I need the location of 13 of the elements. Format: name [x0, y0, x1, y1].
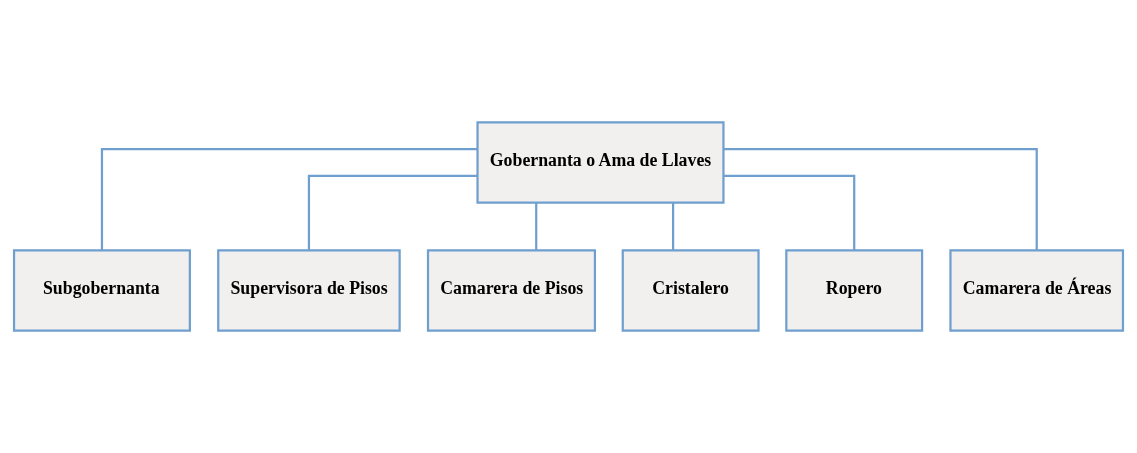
- node-box: Camarera de Pisos: [426, 249, 597, 332]
- node-box: Supervisora de Pisos: [217, 249, 401, 332]
- node-box: Gobernanta o Ama de Llaves: [476, 121, 725, 204]
- node-box: Cristalero: [621, 249, 760, 332]
- connector: [100, 148, 478, 251]
- connector: [672, 202, 675, 251]
- connector: [535, 202, 538, 251]
- connector: [307, 174, 478, 251]
- node-box: Subgobernanta: [12, 249, 191, 332]
- connector: [723, 148, 1038, 251]
- connector: [723, 174, 856, 251]
- node-box: Ropero: [785, 249, 924, 332]
- node-box: Camarera de Áreas: [949, 249, 1125, 332]
